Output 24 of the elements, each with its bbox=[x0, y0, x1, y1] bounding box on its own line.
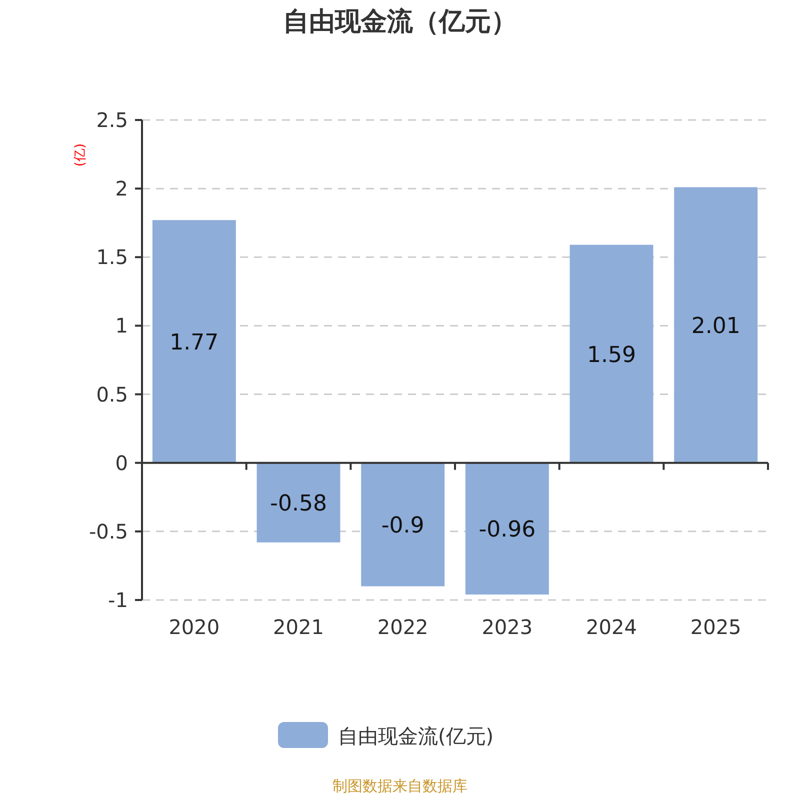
legend-label: 自由现金流(亿元) bbox=[338, 724, 494, 748]
y-tick-label: 2.5 bbox=[96, 108, 128, 132]
y-tick-label: 1.5 bbox=[96, 245, 128, 270]
y-tick-label: -0.5 bbox=[88, 519, 128, 544]
x-tick-label: 2022 bbox=[377, 615, 428, 639]
y-tick-label: 1 bbox=[115, 314, 128, 338]
y-tick-label: 0 bbox=[115, 450, 128, 475]
x-tick-label: 2023 bbox=[482, 615, 533, 639]
value-label: 2.01 bbox=[691, 314, 740, 340]
value-label: -0.96 bbox=[478, 518, 536, 543]
x-tick-label: 2021 bbox=[273, 615, 324, 639]
y-tick-label: 2 bbox=[115, 176, 128, 201]
y-tick-label: 0.5 bbox=[96, 382, 128, 406]
value-label: -0.9 bbox=[381, 514, 424, 539]
x-tick-label: 2025 bbox=[690, 615, 742, 639]
y-tick-label: -1 bbox=[108, 588, 128, 612]
value-label: 1.77 bbox=[170, 330, 219, 356]
x-tick-label: 2020 bbox=[168, 615, 220, 639]
y-axis-label: (亿) bbox=[73, 143, 88, 167]
chart-title: 自由现金流（亿元） bbox=[283, 7, 517, 37]
source-note: 制图数据来自数据库 bbox=[332, 777, 468, 795]
value-label: 1.59 bbox=[587, 342, 636, 368]
value-label: -0.58 bbox=[270, 492, 327, 517]
x-tick-label: 2024 bbox=[586, 615, 637, 639]
